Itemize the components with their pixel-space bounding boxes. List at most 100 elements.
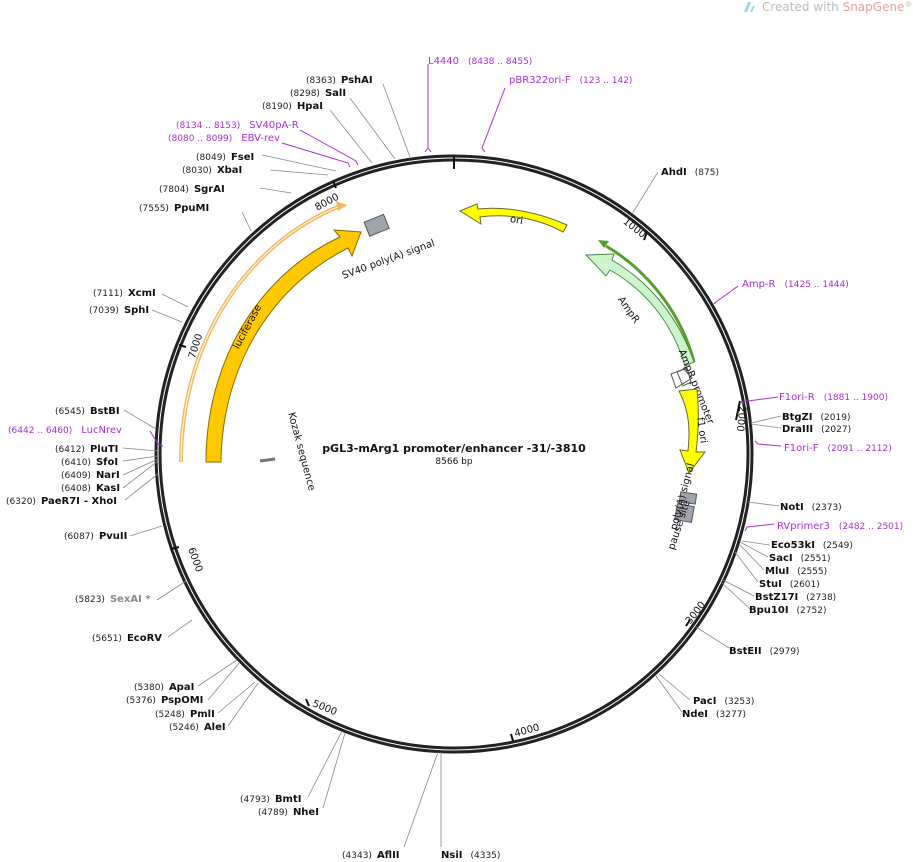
enzyme-pos: (8298) xyxy=(290,89,320,99)
f1-ori-arrow[interactable] xyxy=(678,388,707,475)
enzyme-pos: (7039) xyxy=(89,306,119,316)
enzyme-pos: (8030) xyxy=(182,166,212,176)
enzyme-pos: (8363) xyxy=(306,76,336,86)
enzyme-site-label: (6410)SfoI xyxy=(61,457,118,468)
enzyme-pos: (6408) xyxy=(61,484,91,494)
tick-6000: 6000 xyxy=(185,546,204,574)
enzyme-name: PacI xyxy=(693,696,716,707)
enzyme-pos: (2019) xyxy=(821,413,851,423)
enzyme-site-label: (6412)PluTI xyxy=(55,444,118,455)
backbone-outer xyxy=(154,154,754,754)
enzyme-name: AflII xyxy=(377,850,400,861)
polya-signal-box[interactable] xyxy=(678,491,698,505)
primer-range: (123 .. 142) xyxy=(580,76,633,86)
enzyme-site-label: (6087) PvuII xyxy=(64,531,127,542)
tick-2000: 2000 xyxy=(734,406,748,432)
primer-range: (1425 .. 1444) xyxy=(785,280,849,290)
kozak-mark[interactable] xyxy=(259,457,276,463)
enzyme-pos: (5246) xyxy=(169,723,199,733)
enzyme-site-label: (6320)PaeR7I- XhoI xyxy=(6,496,117,507)
primer-site-label: F1ori-F (2091 .. 2112) xyxy=(784,443,892,454)
snapgene-logo-icon xyxy=(744,2,755,12)
ampr-promoter-arrow[interactable] xyxy=(670,367,693,389)
enzyme-name: SacI xyxy=(769,553,793,564)
primer-name: Amp-R xyxy=(742,279,776,290)
enzyme-site-label: NsiI(4335) xyxy=(441,850,500,861)
enzyme-pos: (875) xyxy=(695,168,719,178)
enzyme-name: KasI xyxy=(96,483,120,494)
enzyme-name: NarI xyxy=(96,470,120,481)
enzyme-site-label: (7039) SphI xyxy=(89,305,149,316)
enzyme-site-label: (4343)AflII xyxy=(342,850,400,861)
enzyme-site-label: BstEII(2979) xyxy=(729,646,800,657)
features: ori AmpR AmpR promoter f1 ori poly(A) si… xyxy=(179,201,716,551)
enzyme-name: BstZ17I xyxy=(755,592,798,603)
ampr-orf-arrowhead xyxy=(598,240,609,248)
enzyme-pos: (8190) xyxy=(262,102,292,112)
primer-site-label: pBR322ori-F (123 .. 142) xyxy=(509,75,632,86)
ori-label: ori xyxy=(509,214,524,227)
primer-range: (1881 .. 1900) xyxy=(824,393,888,403)
enzyme-name: StuI xyxy=(759,579,782,590)
primer-range: (8438 .. 8455) xyxy=(468,57,532,67)
enzyme-labels: (8363)PshAI (8298)SalI (8190)HpaI (8049)… xyxy=(6,75,853,861)
enzyme-name: SphI xyxy=(124,305,149,316)
enzyme-name: PpuMI xyxy=(174,203,209,214)
enzyme-pos: (5376) xyxy=(126,696,156,706)
enzyme-pos: (5248) xyxy=(155,710,185,720)
enzyme-name: ApaI xyxy=(169,682,194,693)
luciferase-orf-line xyxy=(179,204,341,463)
enzyme-pos: (6087) xyxy=(64,532,94,542)
primer-site-label: (6442 .. 6460)LucNrev xyxy=(8,425,122,436)
enzyme-pos: (5380) xyxy=(134,683,164,693)
enzyme-name: BtgZI xyxy=(782,412,813,423)
primer-leaders xyxy=(149,64,782,532)
enzyme-pos: (6409) xyxy=(61,471,91,481)
enzyme-pos: (6320) xyxy=(6,497,36,507)
watermark-brand: SnapGene xyxy=(843,0,905,14)
watermark: Created with SnapGene® xyxy=(744,0,912,14)
enzyme-name: SgrAI xyxy=(194,184,225,195)
ampr-arrow[interactable] xyxy=(584,253,695,367)
enzyme-site-label: (6409) NarI xyxy=(61,470,120,481)
enzyme-pos: (2373) xyxy=(812,503,842,513)
enzyme-site-label: AhdI(875) xyxy=(661,167,719,178)
enzyme-pos: (2551) xyxy=(801,554,831,564)
enzyme-name: BstBI xyxy=(90,406,120,417)
enzyme-site-label: Eco53kI(2549) xyxy=(771,540,853,551)
enzyme-site-label: SacI (2551) xyxy=(769,553,831,564)
enzyme-name: PvuII xyxy=(99,531,127,542)
enzyme-site-label: (6545)BstBI xyxy=(55,406,120,417)
primer-site-label: (8080 .. 8099)EBV-rev xyxy=(168,133,280,144)
enzyme-site-label: BstZ17I(2738) xyxy=(755,592,836,603)
enzyme-name: BstEII xyxy=(729,646,762,657)
primer-site-label: L4440(8438 .. 8455) xyxy=(428,56,532,67)
pause-site-box[interactable] xyxy=(674,503,695,524)
enzyme-site-label: NdeI(3277) xyxy=(682,709,746,720)
svg-text:Created with SnapGene®: Created with SnapGene® xyxy=(762,0,912,14)
primer-name: F1ori-F xyxy=(784,443,819,454)
enzyme-site-label: DraIII(2027) xyxy=(782,424,851,435)
enzyme-site-label: Bpu10I(2752) xyxy=(749,605,826,616)
enzyme-pos: (5823) xyxy=(75,595,105,605)
primer-name: pBR322ori-F xyxy=(509,75,571,86)
enzyme-name: Bpu10I xyxy=(749,605,789,616)
sv40-polya-box[interactable] xyxy=(363,213,390,237)
enzyme-site-label: (5248)PmlI xyxy=(155,709,215,720)
primer-labels: L4440(8438 .. 8455) pBR322ori-F (123 .. 1… xyxy=(8,56,903,532)
ori-arrow[interactable] xyxy=(458,203,568,233)
enzyme-pos: (6412) xyxy=(55,445,85,455)
enzyme-site-label: (7804)SgrAI xyxy=(159,184,225,195)
kozak-label: Kozak sequence xyxy=(285,411,317,492)
primer-site-label: (8134 .. 8153)SV40pA-R xyxy=(176,120,299,131)
enzyme-pos: (5651) xyxy=(92,634,122,644)
tick-marks xyxy=(170,180,741,742)
enzyme-name: FseI xyxy=(231,152,254,163)
enzyme-name: Eco53kI xyxy=(771,540,815,551)
enzyme-pos: (4335) xyxy=(470,851,500,861)
luciferase-arrow[interactable] xyxy=(205,229,362,463)
enzyme-site-label: (5246)AleI xyxy=(169,722,226,733)
enzyme-leaders xyxy=(122,83,782,848)
tick-5000: 5000 xyxy=(311,698,339,718)
primer-range: (2091 .. 2112) xyxy=(827,444,891,454)
